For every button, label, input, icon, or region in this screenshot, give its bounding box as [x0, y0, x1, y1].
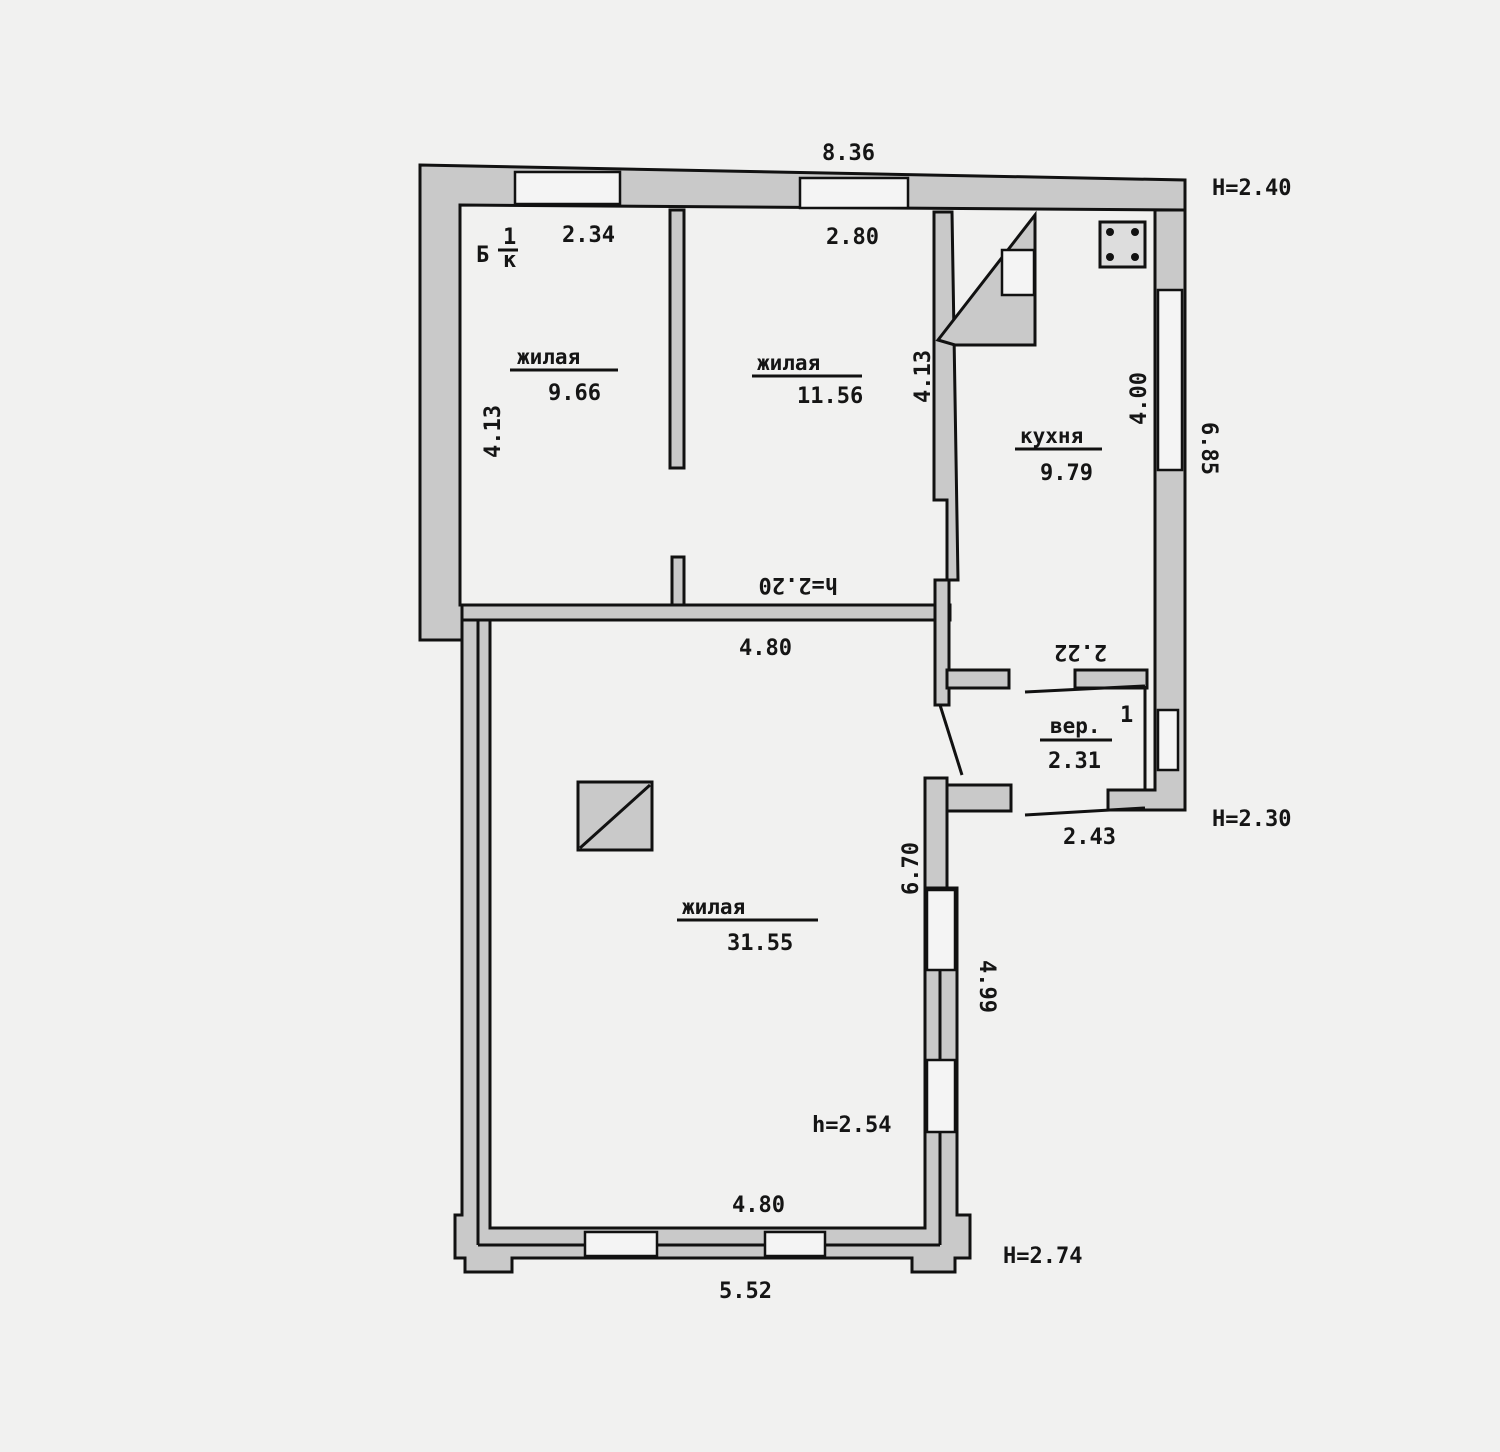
room-name: жилая — [757, 351, 820, 375]
dim-room2-width: 2.80 — [826, 225, 879, 250]
partition — [668, 208, 686, 470]
window — [925, 888, 957, 972]
room-name: вер. — [1050, 714, 1101, 738]
room-area: 2.31 — [1048, 749, 1101, 774]
kitchen-wall — [932, 210, 960, 582]
height-veranda: H=2.30 — [1212, 807, 1291, 832]
svg-text:6.85: 6.85 — [1196, 422, 1221, 475]
lower-walls — [453, 618, 972, 1274]
balcony-letter: Б — [476, 243, 489, 268]
dim-room1-width: 2.34 — [562, 223, 615, 248]
room-name: жилая — [517, 345, 580, 369]
svg-text:4.99: 4.99 — [974, 960, 999, 1013]
window — [763, 1230, 827, 1258]
window — [1156, 288, 1184, 472]
height-bottom: H=2.74 — [1003, 1244, 1082, 1269]
room-area: 11.56 — [797, 384, 863, 409]
svg-text:5.52: 5.52 — [719, 1279, 772, 1304]
room-name: кухня — [1020, 424, 1083, 448]
window — [925, 1058, 957, 1134]
svg-text:4.13: 4.13 — [911, 350, 936, 403]
svg-text:6.70: 6.70 — [899, 842, 924, 895]
svg-text:h=2.54: h=2.54 — [812, 1113, 891, 1138]
partition-stub — [670, 555, 686, 607]
middle-wall — [460, 603, 952, 622]
svg-text:4.13: 4.13 — [481, 405, 506, 458]
svg-text:2.43: 2.43 — [1063, 825, 1116, 850]
window — [513, 170, 622, 206]
svg-text:2.22: 2.22 — [1054, 639, 1107, 664]
room-name: жилая — [682, 895, 745, 919]
top-wall — [418, 163, 1187, 642]
dim-overall-width: 8.36 — [822, 141, 875, 166]
svg-text:4.00: 4.00 — [1127, 372, 1152, 425]
window — [1156, 708, 1180, 772]
room-area: 9.66 — [548, 381, 601, 406]
height-top: H=2.40 — [1212, 176, 1291, 201]
svg-text:1: 1 — [503, 225, 516, 250]
room-area: 9.79 — [1040, 461, 1093, 486]
svg-text:1: 1 — [1120, 703, 1133, 728]
svg-text:к: к — [503, 248, 516, 273]
stove-kitchen — [935, 210, 1037, 347]
room-area: 31.55 — [727, 931, 793, 956]
window — [583, 1230, 659, 1258]
svg-text:4.80: 4.80 — [732, 1193, 785, 1218]
window — [798, 176, 910, 210]
cooker — [1098, 220, 1147, 269]
svg-text:h=2.20: h=2.20 — [759, 572, 838, 597]
svg-text:4.80: 4.80 — [739, 636, 792, 661]
